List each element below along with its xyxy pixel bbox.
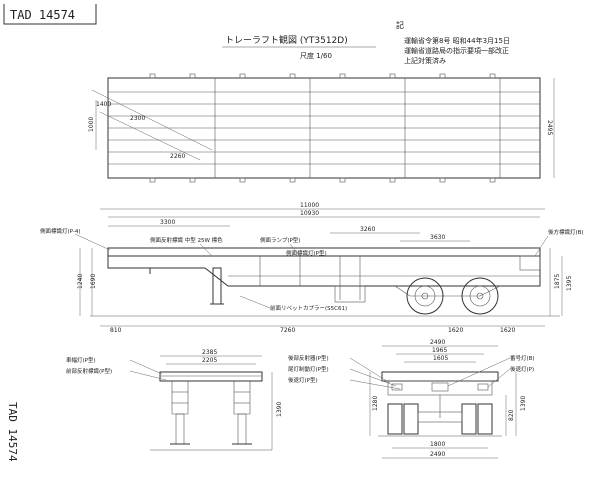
side-seg-a: 3300 [160,219,175,226]
front-view: 2385 2205 車幅灯(P型) 前部反射標識(P型) 1390 [66,349,283,451]
rear-callout-left-1: 後部反射器(P型) [288,354,329,362]
note-line-1: 運輸省令第8号 昭和44年3月15日 [404,36,510,45]
front-height: 1390 [276,402,283,417]
side-callout-2: 側面反射標識 中型 25W 標色 [150,236,223,244]
top-dim-left: 1000 [88,117,95,132]
note-line-3: 上記対策済み [404,56,446,65]
side-seg-b: 3260 [360,226,375,233]
top-view: 1000 2495 1400 2300 2260 [88,73,555,183]
top-dim-right: 2495 [546,120,553,135]
front-callout-1: 車幅灯(P型) [66,356,96,364]
rear-height-1: 1280 [372,396,379,411]
rear-width-1: 2490 [430,339,445,346]
sheet-side-id: TAD 14574 [6,402,19,462]
front-callout-2: 前部反射標識(P型) [66,367,112,375]
side-bottom-1: 810 [110,327,122,334]
rear-width-3: 1605 [433,355,448,362]
side-bottom-4: 1620 [500,327,515,334]
rear-height-2: 820 [508,409,515,421]
side-height-1: 1240 [77,274,84,289]
top-label-3: 2260 [170,153,185,160]
side-view: 11000 10930 3300 3260 3630 [40,202,584,334]
rear-callout-right-1: 番号灯(B) [510,354,535,362]
side-inner-length: 10930 [300,210,319,217]
notes-heading: 記 [396,20,404,30]
rear-callout-right-2: 後退灯(P) [510,365,534,373]
sheet-id: TAD 14574 [10,8,75,22]
drawing-scale: 尺度 1/60 [300,51,332,60]
side-height-4: 1395 [566,276,573,291]
side-seg-c: 3630 [430,234,445,241]
rear-view: 2490 1965 1605 1800 2490 後部反射器(P型) 尾灯制動灯… [288,339,535,459]
side-height-3: 1875 [554,274,561,289]
sheet-id-box: TAD 14574 [3,4,97,25]
side-overall-length: 11000 [300,202,319,209]
rear-callout-left-2: 尾灯制動灯(P型) [288,365,329,373]
front-width-1: 2385 [202,349,217,356]
side-callout-3: 側面ランプ(P型) [260,236,300,244]
front-width-2: 2205 [202,357,217,364]
drawing-title: トレーラフト観図 (YT3512D) [225,34,348,46]
side-bottom-3: 1620 [448,327,463,334]
note-line-2: 運輸省道路局の指示要項一部改正 [404,46,509,55]
rear-width-2: 1965 [432,347,447,354]
side-callout-5: 後方標識灯(B) [548,228,584,236]
title-block: トレーラフト観図 (YT3512D) 尺度 1/60 [222,34,376,60]
rear-width-4: 1800 [430,441,445,448]
side-callout-1: 側面標識灯(P-4) [40,227,80,235]
top-label-1: 1400 [96,101,111,108]
rear-callout-left-3: 後退灯(P型) [288,376,318,384]
svg-text:TAD 14574: TAD 14574 [6,402,19,462]
side-height-2: 1690 [90,274,97,289]
rear-height-3: 1390 [520,396,527,411]
rear-width-5: 2490 [430,451,445,458]
side-callout-4: 側面標識灯(P型) [286,249,327,257]
side-bottom-2: 7260 [280,327,295,334]
side-callout-6: 前面リベットカプラー(S5C61) [270,304,347,312]
top-label-2: 2300 [130,115,145,122]
notes-block: 記 運輸省令第8号 昭和44年3月15日 運輸省道路局の指示要項一部改正 上記対… [396,20,510,65]
